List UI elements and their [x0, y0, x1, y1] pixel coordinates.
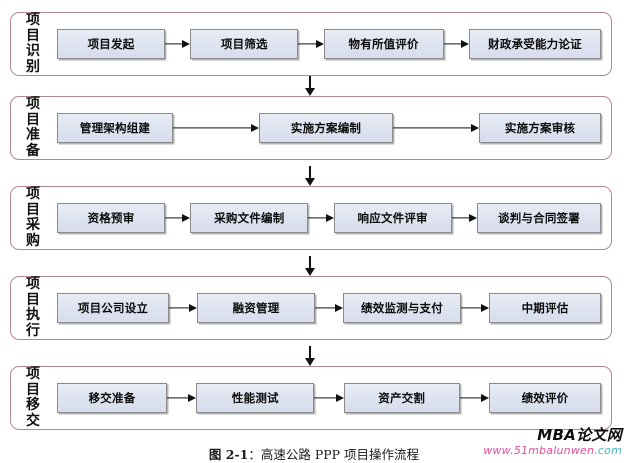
figure-caption-text: 高速公路 PPP 项目操作流程 [260, 447, 420, 462]
stage-label-char: 别 [26, 58, 40, 75]
connector-line [309, 166, 311, 180]
arrow-right-icon [315, 302, 343, 314]
step-box[interactable]: 资格预审 [57, 203, 165, 233]
step-box[interactable]: 实施方案审核 [479, 113, 601, 143]
arrow-down-icon [305, 76, 315, 96]
stage-inner: 项目移交移交准备性能测试资产交割绩效评价 [11, 366, 611, 429]
step-box[interactable]: 响应文件评审 [333, 203, 452, 233]
stage-inner: 项目准备管理架构组建 实施方案编制 实施方案审核 [11, 96, 611, 159]
connector-arrowhead [305, 358, 315, 366]
watermark-title: MBA论文网 [537, 426, 622, 444]
flowchart-stage-2: 项目准备管理架构组建 实施方案编制 实施方案审核 [10, 96, 612, 160]
arrow-right-icon [452, 212, 477, 224]
arrow-down-icon [305, 166, 315, 186]
step-box[interactable]: 项目筛选 [190, 29, 299, 59]
arrow-right-icon [460, 392, 489, 404]
arrow-right-icon [173, 122, 259, 134]
step-box[interactable]: 融资管理 [197, 293, 315, 323]
watermark-url: www.51mbalunwen.com [483, 443, 622, 457]
connector-line [309, 76, 311, 90]
stage-label-char: 交 [26, 412, 40, 429]
watermark: MBA论文网 www.51mbalunwen.com [483, 426, 622, 457]
arrow-right-icon [461, 302, 489, 314]
stage-steps: 项目公司设立融资管理绩效监测与支付中期评估 [57, 277, 601, 339]
step-box[interactable]: 实施方案编制 [259, 113, 393, 143]
stage-label-char: 项 [26, 12, 40, 28]
flowchart-stage-1: 项目识别项目发起项目筛选物有所值评价财政承受能力论证 [10, 12, 612, 76]
watermark-url-tld: .com [594, 443, 622, 457]
stage-label-char: 目 [26, 291, 40, 308]
stage-label-char: 识 [26, 43, 40, 59]
stage-label-5: 项目移交 [20, 366, 46, 429]
step-box[interactable]: 采购文件编制 [190, 203, 309, 233]
watermark-url-main: www.51mbalunwen [483, 443, 595, 457]
arrow-right-icon [167, 392, 196, 404]
stage-label-char: 目 [26, 201, 40, 218]
stage-label-char: 执 [26, 307, 40, 323]
arrow-down-icon [305, 256, 315, 276]
step-box[interactable]: 资产交割 [343, 383, 460, 413]
step-box[interactable]: 物有所值评价 [323, 29, 444, 59]
connector-arrowhead [305, 268, 315, 276]
arrow-right-icon [308, 212, 333, 224]
stage-label-char: 项 [26, 186, 40, 202]
stage-label-char: 采 [26, 217, 40, 233]
connector-line [309, 256, 311, 270]
step-box[interactable]: 中期评估 [489, 293, 601, 323]
step-box[interactable]: 谈判与合同签署 [476, 203, 601, 233]
stage-label-char: 目 [26, 381, 40, 398]
stage-label-1: 项目识别 [20, 12, 46, 75]
flowchart-stage-4: 项目执行项目公司设立融资管理绩效监测与支付中期评估 [10, 276, 612, 340]
stage-label-char: 备 [26, 142, 40, 159]
step-box[interactable]: 项目发起 [57, 29, 165, 59]
stage-steps: 资格预审采购文件编制响应文件评审谈判与合同签署 [57, 187, 601, 249]
stage-label-char: 项 [26, 366, 40, 382]
step-box[interactable]: 移交准备 [57, 383, 167, 413]
step-box[interactable]: 绩效评价 [488, 383, 601, 413]
step-box[interactable]: 性能测试 [196, 383, 315, 413]
connector-arrowhead [305, 178, 315, 186]
stage-inner: 项目识别项目发起项目筛选物有所值评价财政承受能力论证 [11, 12, 611, 75]
stage-steps: 移交准备性能测试资产交割绩效评价 [57, 367, 601, 429]
arrow-right-icon [444, 38, 469, 50]
figure-caption-separator: ： [248, 447, 261, 462]
stage-label-char: 移 [26, 397, 40, 413]
stage-inner: 项目采购资格预审采购文件编制响应文件评审谈判与合同签署 [11, 186, 611, 249]
stage-label-char: 购 [26, 232, 40, 249]
stage-steps: 项目发起项目筛选物有所值评价财政承受能力论证 [57, 13, 601, 75]
arrow-right-icon [165, 38, 190, 50]
stage-label-char: 目 [26, 111, 40, 128]
step-box[interactable]: 财政承受能力论证 [468, 29, 601, 59]
arrow-right-icon [169, 302, 197, 314]
arrow-right-icon [165, 212, 190, 224]
connector-line [309, 346, 311, 360]
figure-caption: 图 2-1：高速公路 PPP 项目操作流程 [0, 444, 628, 463]
arrow-right-icon [298, 38, 323, 50]
flowchart-stage-3: 项目采购资格预审采购文件编制响应文件评审谈判与合同签署 [10, 186, 612, 250]
stage-label-char: 项 [26, 276, 40, 292]
step-box[interactable]: 绩效监测与支付 [343, 293, 461, 323]
step-box[interactable]: 项目公司设立 [57, 293, 169, 323]
stage-label-2: 项目准备 [20, 96, 46, 159]
stage-label-char: 项 [26, 96, 40, 112]
figure-caption-number: 图 2-1 [208, 447, 249, 462]
stage-label-char: 准 [26, 127, 40, 143]
arrow-down-icon [305, 346, 315, 366]
stage-inner: 项目执行项目公司设立融资管理绩效监测与支付中期评估 [11, 276, 611, 339]
stage-label-char: 行 [26, 322, 40, 339]
stage-steps: 管理架构组建 实施方案编制 实施方案审核 [57, 97, 601, 159]
arrow-right-icon [393, 122, 479, 134]
arrow-right-icon [314, 392, 343, 404]
stage-label-3: 项目采购 [20, 186, 46, 249]
step-box[interactable]: 管理架构组建 [57, 113, 173, 143]
flowchart-stage-5: 项目移交移交准备性能测试资产交割绩效评价 [10, 366, 612, 430]
connector-arrowhead [305, 88, 315, 96]
stage-label-char: 目 [26, 27, 40, 44]
stage-label-4: 项目执行 [20, 276, 46, 339]
